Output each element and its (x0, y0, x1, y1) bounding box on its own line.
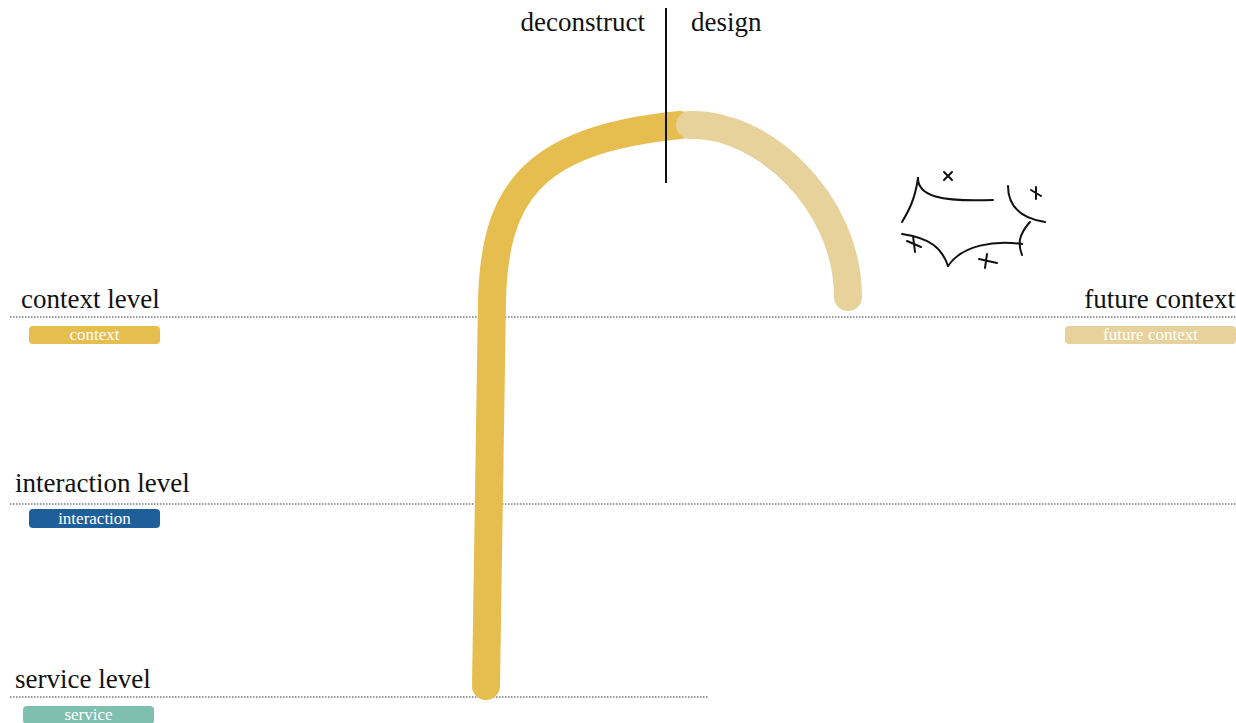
level-tag: context (29, 326, 160, 344)
level-line (10, 317, 1236, 318)
level-label: interaction level (15, 468, 190, 498)
level-label: service level (15, 664, 151, 694)
deconstruct-path (486, 125, 680, 686)
tag-text: future context (1103, 326, 1198, 344)
burst-doodle (902, 172, 1045, 268)
level-tag: interaction (29, 509, 160, 528)
level-tag: future context (1065, 326, 1236, 344)
tag-text: interaction (58, 510, 131, 528)
design-path (690, 125, 848, 297)
tag-text: context (69, 326, 119, 344)
phase-label: deconstruct (521, 7, 645, 37)
level-line (10, 697, 708, 698)
phase-label: design (691, 7, 762, 37)
divider-line (665, 8, 667, 183)
level-tag: service (23, 706, 154, 723)
level-line (10, 504, 1236, 505)
level-label: future context (1084, 284, 1235, 314)
tag-text: service (64, 706, 112, 723)
level-label: context level (21, 284, 160, 314)
